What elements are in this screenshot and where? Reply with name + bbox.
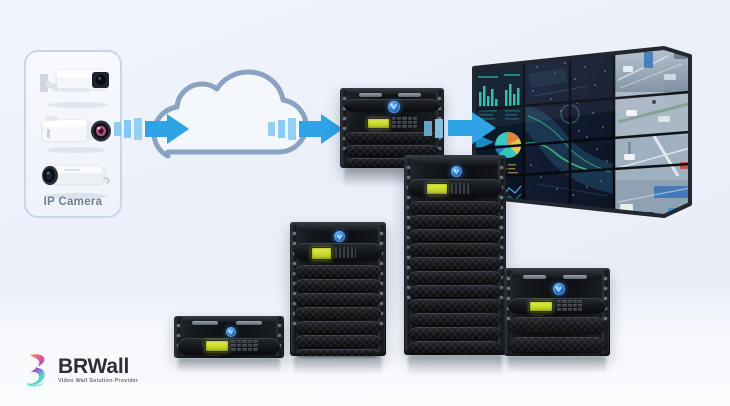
brand-badge-icon [552,282,565,295]
ip-camera-label: IP Camera [43,196,103,208]
box-camera-lens-icon [41,116,111,153]
brand-tagline: Video Wall Solution Provider [58,377,139,384]
brand-badge-icon [450,166,462,177]
video-wall-processor-rack-mid[interactable] [290,222,386,356]
bullet-camera-wall-mount-icon [40,69,109,108]
reflection-rack-tall [408,355,502,385]
vent-grille [335,246,357,258]
video-wall-controller-compact[interactable] [174,316,284,358]
vent-grille [450,183,472,194]
brand-logo: BRWall Video Wall Solution Provider [24,352,138,388]
arrow-cloud-to-server [268,114,343,144]
front-keypad[interactable] [392,116,417,128]
reflection-controller-2u [508,356,606,380]
bullet-camera-varifocal-icon [42,165,110,199]
reflection-rack-mid [294,356,382,382]
brand-badge-icon [225,326,236,337]
brand-name: BRWall [58,354,130,378]
video-wall-display[interactable] [468,44,694,236]
brand-badge-icon [334,231,346,243]
front-keypad[interactable] [557,299,583,312]
reflection-controller-compact [178,358,280,378]
front-keypad[interactable] [231,340,258,352]
brwall-logo-mark-icon [27,354,45,387]
brand-badge-icon [387,100,400,113]
arrow-camera-to-cloud [114,114,189,144]
video-wall-controller-4u[interactable] [340,88,444,168]
ip-camera-panel: IP Camera [24,50,122,218]
video-wall-controller-2u[interactable] [504,268,610,356]
video-wall-processor-rack-tall[interactable] [404,155,506,355]
arrow-server-to-wall [424,112,496,144]
